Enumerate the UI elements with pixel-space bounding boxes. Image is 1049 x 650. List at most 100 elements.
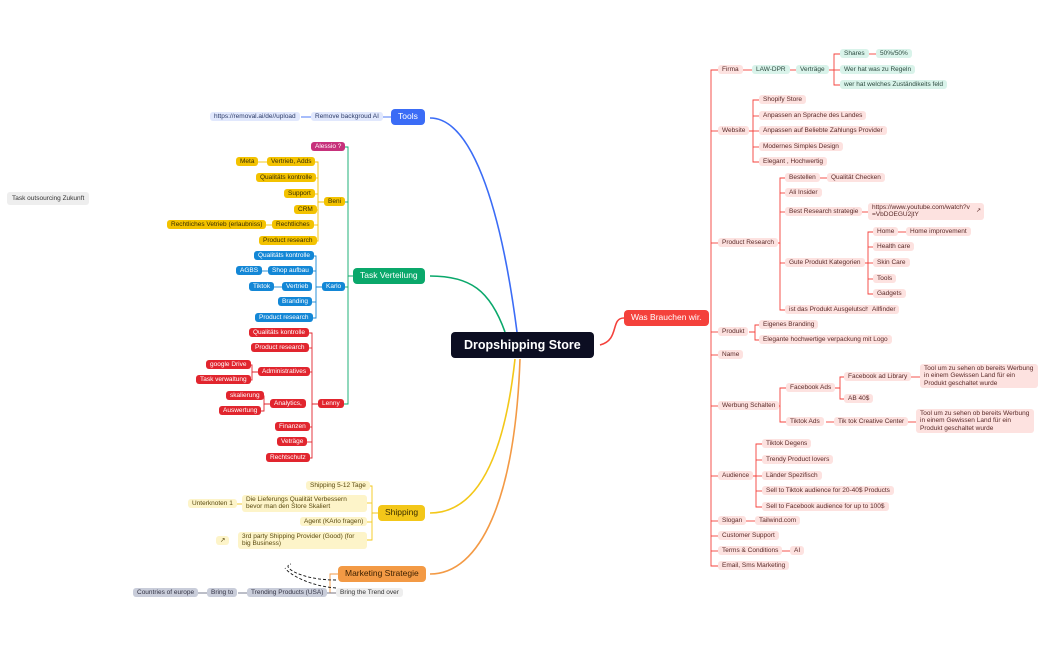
main-topic-shipping[interactable]: Shipping (378, 505, 426, 521)
beni-support[interactable]: Support (284, 189, 315, 199)
node-facebook-library[interactable]: Facebook ad Library (844, 372, 912, 382)
produkt-item[interactable]: Elegante hochwertige verpackung mit Logo (759, 335, 892, 345)
node-youtube-link[interactable]: https://www.youtube.com/watch?v=VbDOEGU2… (868, 203, 984, 220)
category-health[interactable]: Health care (873, 242, 915, 252)
lenny-qk[interactable]: Qualitäts kontrolle (249, 328, 310, 338)
karlo-branding[interactable]: Branding (278, 297, 313, 307)
person-alessio[interactable]: Alessio ? (311, 142, 346, 152)
main-topic-marketing[interactable]: Marketing Strategie (338, 566, 426, 582)
shipping-lieferqualitaet[interactable]: Die Lieferungs Qualität Verbessern bevor… (242, 495, 367, 512)
node-ab-40[interactable]: AB 40$ (844, 394, 874, 404)
node-slogan[interactable]: Slogan (718, 516, 747, 526)
audience-item[interactable]: Länder Spezifisch (762, 471, 822, 481)
lenny-auswertung[interactable]: Auswertung (219, 406, 262, 416)
node-vertraege[interactable]: Verträge (796, 65, 829, 75)
marketing-bring-to[interactable]: Bring to (207, 588, 238, 598)
karlo-shop[interactable]: Shop aufbau (268, 266, 313, 276)
shipping-third-party[interactable]: 3rd party Shipping Provider (Good) (for … (238, 532, 367, 549)
beni-qk[interactable]: Qualitäts kontrolle (256, 173, 317, 183)
note-facebook-library[interactable]: Tool um zu sehen ob bereits Werbung in e… (920, 364, 1038, 389)
node-terms-value[interactable]: AI (790, 546, 805, 556)
marketing-trending-products[interactable]: Trending Products (USA) (247, 588, 328, 598)
lenny-admin[interactable]: Administratives (258, 367, 311, 377)
shipping-agent[interactable]: Agent (KArlo fragen) (300, 517, 368, 527)
audience-item[interactable]: Sell to Facebook audience for up to 100$ (762, 502, 889, 512)
marketing-trend[interactable]: Bring the Trend over (336, 588, 403, 598)
node-customer-support[interactable]: Customer Support (718, 531, 779, 541)
lenny-analytics[interactable]: Analytics, (270, 399, 306, 409)
audience-item[interactable]: Trendy Product lovers (762, 455, 834, 465)
beni-product-research[interactable]: Product research (259, 236, 317, 246)
node-tiktok-center[interactable]: Tik tok Creative Center (834, 417, 909, 427)
lenny-finanzen[interactable]: Finanzen (275, 422, 310, 432)
node-product-research[interactable]: Product Research (718, 238, 779, 248)
node-remove-bg[interactable]: Remove backgroud AI (311, 112, 383, 122)
produkt-item[interactable]: Eigenes Branding (759, 320, 819, 330)
website-item[interactable]: Shopify Store (759, 95, 807, 105)
node-firma[interactable]: Firma (718, 65, 743, 75)
node-law-dpr[interactable]: LAW-DPR (752, 65, 790, 75)
karlo-vertrieb[interactable]: Vertrieb (282, 282, 313, 292)
lenny-gdrive[interactable]: google Drive (206, 360, 251, 370)
node-best-research[interactable]: Best Research strategie (785, 207, 863, 217)
karlo-product-research[interactable]: Product research (255, 313, 313, 323)
category-home[interactable]: Home (873, 227, 899, 237)
node-email-marketing[interactable]: Email, Sms Marketing (718, 561, 790, 571)
marketing-countries[interactable]: Countries of europe (133, 588, 199, 598)
karlo-tiktok[interactable]: Tiktok (249, 282, 275, 292)
link-icon[interactable]: ↗ (216, 536, 230, 546)
category-gadgets[interactable]: Gadgets (873, 289, 906, 299)
beni-vertrieb[interactable]: Vertrieb, Adds (267, 157, 316, 167)
lenny-rechtschutz[interactable]: Rechtschutz (266, 453, 310, 463)
website-item[interactable]: Elegant , Hochwertig (759, 157, 827, 167)
node-name[interactable]: Name (718, 350, 744, 360)
person-beni[interactable]: Beni (324, 197, 346, 207)
main-topic-task[interactable]: Task Verteilung (353, 268, 425, 284)
shipping-unterknoten[interactable]: Unterknoten 1 (188, 499, 237, 509)
node-facebook-ads[interactable]: Facebook Ads (786, 383, 836, 393)
lenny-vertraege[interactable]: Veträge (277, 437, 308, 447)
beni-rechtliches-sub[interactable]: Rechtliches Vetrieb (erlaubniss) (167, 220, 267, 230)
category-tools[interactable]: Tools (873, 274, 897, 284)
audience-item[interactable]: Sell to Tiktok audience for 20-40$ Produ… (762, 486, 894, 496)
floating-note[interactable]: Task outsourcing Zukunft (7, 192, 90, 206)
website-item[interactable]: Anpassen an Sprache des Landes (759, 111, 867, 121)
node-audience[interactable]: Audience (718, 471, 754, 481)
node-regeln[interactable]: Wer hat was zu Regeln (840, 65, 916, 75)
node-werbung[interactable]: Werbung Schalten (718, 401, 780, 411)
node-bestellen[interactable]: Bestellen (785, 173, 820, 183)
node-share-split[interactable]: 50%/50% (876, 49, 912, 59)
note-tiktok-center[interactable]: Tool um zu sehen ob bereits Werbung in e… (916, 409, 1034, 434)
shipping-tage[interactable]: Shipping 5-12 Tage (306, 481, 370, 491)
node-slogan-value[interactable]: Tailwind.com (755, 516, 801, 526)
website-item[interactable]: Modernes Simples Design (759, 142, 843, 152)
node-shares[interactable]: Shares (840, 49, 869, 59)
youtube-url[interactable]: https://www.youtube.com/watch?v=VbDOEGU2… (872, 204, 970, 219)
node-qualitaet-checken[interactable]: Qualität Checken (827, 173, 885, 183)
node-produkt[interactable]: Produkt (718, 327, 749, 337)
audience-item[interactable]: Tiktok Degens (762, 439, 812, 449)
node-ausgelutscht[interactable]: ist das Produkt Ausgelutscht (785, 305, 875, 315)
lenny-product-research[interactable]: Product research (251, 343, 309, 353)
person-lenny[interactable]: Lenny (318, 399, 344, 409)
beni-rechtliches[interactable]: Rechtliches (272, 220, 314, 230)
lenny-skalierung[interactable]: skalierung (226, 391, 264, 401)
beni-crm[interactable]: CRM (294, 205, 317, 215)
beni-meta[interactable]: Meta (236, 157, 259, 167)
main-topic-needs[interactable]: Was Brauchen wir. (624, 310, 709, 326)
node-allfinder[interactable]: Allfinder (868, 305, 900, 315)
node-zustaendigkeit[interactable]: wer hat welches Zuständikeits feld (840, 80, 947, 90)
node-tiktok-ads[interactable]: Tiktok Ads (786, 417, 824, 427)
node-gute-kategorien[interactable]: Gute Produkt Kategorien (785, 258, 865, 268)
karlo-agbs[interactable]: AGBS (236, 266, 263, 276)
category-home-improvement[interactable]: Home improvement (906, 227, 971, 237)
node-removal-url[interactable]: https://removal.ai/de//upload (210, 112, 300, 122)
node-terms[interactable]: Terms & Conditions (718, 546, 783, 556)
external-link-icon[interactable]: ↗ (975, 208, 981, 214)
root-node[interactable]: Dropshipping Store (451, 332, 594, 359)
node-website[interactable]: Website (718, 126, 750, 136)
website-item[interactable]: Anpassen auf Beliebte Zahlungs Provider (759, 126, 887, 136)
node-ali-insider[interactable]: Ali Insider (785, 188, 822, 198)
karlo-qk[interactable]: Qualitäts kontrolle (254, 251, 315, 261)
main-topic-tools[interactable]: Tools (391, 109, 425, 125)
